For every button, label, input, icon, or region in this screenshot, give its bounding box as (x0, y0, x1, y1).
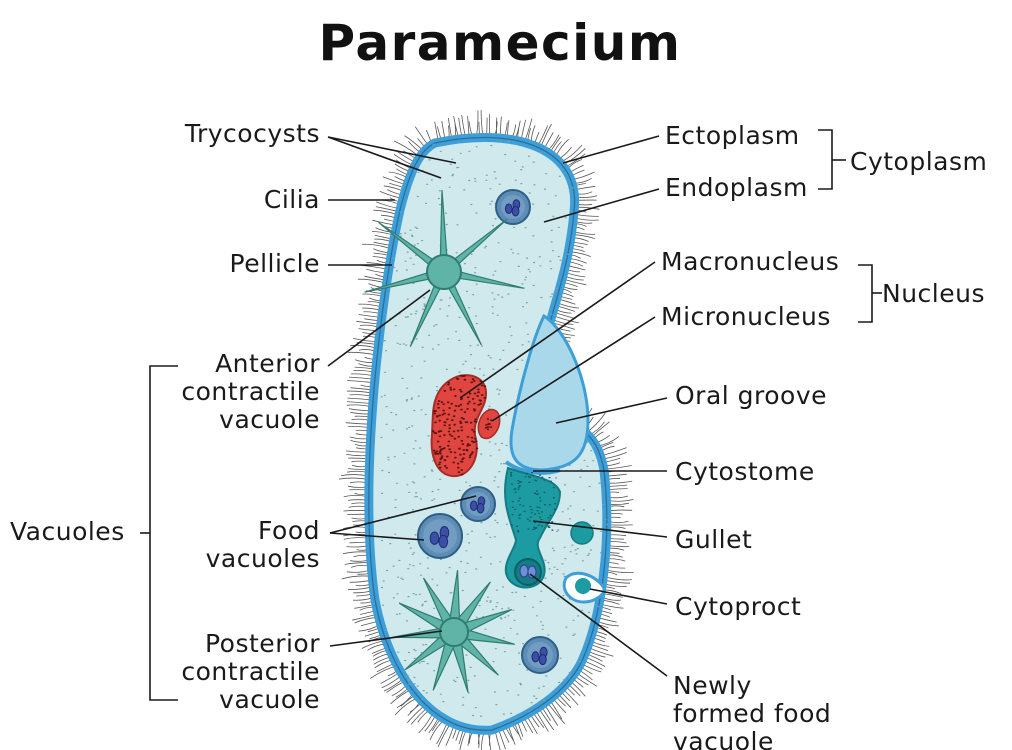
label-posterior-cv-line3: vacuole (219, 685, 320, 714)
pellicle-inner-line (368, 136, 608, 731)
food-particle (438, 534, 449, 549)
food-vacuole (495, 189, 531, 225)
food-particle (511, 205, 520, 217)
oral-groove (509, 313, 590, 472)
newly-formed-food-particle (519, 564, 529, 578)
label-vacuoles: Vacuoles (10, 517, 125, 546)
food-vacuole (417, 513, 463, 559)
label-food-vacuoles-line1: Food (258, 516, 320, 545)
food-particle (504, 203, 513, 214)
label-cytostome: Cytostome (675, 457, 815, 486)
label-micronucleus: Micronucleus (661, 302, 831, 331)
label-pellicle: Pellicle (230, 249, 320, 278)
food-particle (531, 651, 540, 663)
label-oral-groove: Oral groove (675, 381, 827, 410)
vacuole-core (439, 617, 469, 647)
micronucleus-chromatin (484, 418, 493, 431)
anterior-contractile-vacuole (364, 189, 525, 347)
label-posterior-cv-line1: Posterior (205, 629, 320, 658)
label-nucleus: Nucleus (882, 279, 985, 308)
label-ectoplasm: Ectoplasm (665, 121, 800, 150)
label-posterior-cv-line2: contractile (181, 657, 320, 686)
food-vacuole-lumen (527, 642, 553, 668)
label-trycocysts: Trycocysts (184, 119, 320, 148)
cytoplasm-granules (380, 140, 609, 719)
food-particle (476, 502, 485, 514)
gullet-granules (510, 471, 557, 533)
label-anterior-cv-line1: Anterior (215, 349, 320, 378)
label-macronucleus: Macronucleus (661, 247, 839, 276)
label-newly-formed-line3: vacuole (673, 727, 774, 750)
food-vacuoles (417, 189, 559, 674)
diagram-title: Paramecium (319, 14, 682, 72)
chromatin-dots (484, 418, 493, 431)
label-cilia: Cilia (264, 185, 320, 214)
label-anterior-cv-line2: contractile (181, 377, 320, 406)
label-anterior-cv-line3: vacuole (219, 405, 320, 434)
label-cytoplasm: Cytoplasm (850, 147, 987, 176)
label-cytoproct: Cytoproct (675, 592, 801, 621)
food-vacuole (521, 636, 559, 674)
gullet-dots (510, 471, 557, 533)
chromatin-dots (431, 374, 487, 476)
label-endoplasm: Endoplasm (665, 173, 808, 202)
macronucleus-chromatin (431, 374, 487, 476)
label-gullet: Gullet (675, 525, 752, 554)
leader-lines (140, 129, 882, 701)
food-particle (469, 500, 478, 511)
food-vacuole (460, 486, 496, 522)
posterior-contractile-vacuole (392, 570, 515, 693)
food-vacuole-lumen (423, 519, 457, 553)
label-newly-formed-line1: Newly (673, 671, 752, 700)
food-vacuole-lumen (501, 195, 525, 219)
label-newly-formed-line2: formed food (673, 699, 831, 728)
cytoproct-content (575, 578, 591, 594)
food-particle (538, 653, 547, 666)
food-particle (429, 531, 440, 545)
food-vacuole-lumen (466, 492, 490, 516)
newly-formed-food-particle (527, 565, 537, 579)
granules (380, 140, 609, 719)
vacuole-core (426, 254, 462, 290)
label-food-vacuoles-line2: vacuoles (206, 544, 320, 573)
